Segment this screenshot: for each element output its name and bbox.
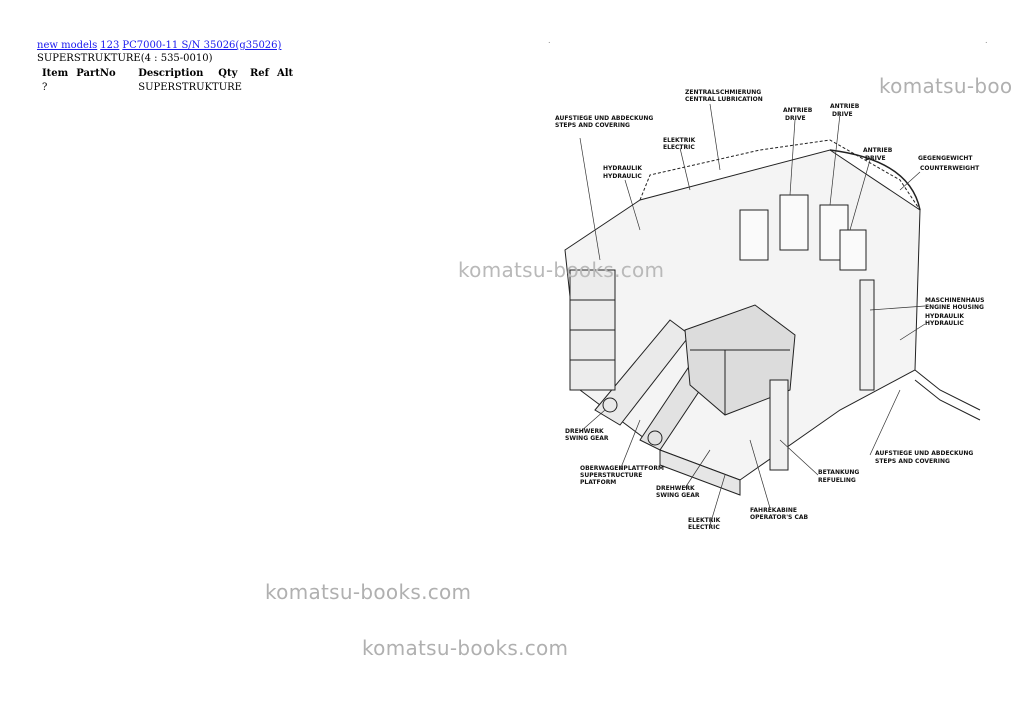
- cell-alt: [273, 80, 297, 96]
- label-platform-en2: PLATFORM: [580, 479, 616, 486]
- breadcrumb-link-new-models[interactable]: new models: [37, 40, 98, 51]
- watermark-bottom-1: komatsu-books.com: [265, 580, 472, 604]
- header-item: Item: [42, 67, 69, 79]
- handrail: [639, 139, 921, 211]
- ladder: [769, 379, 789, 471]
- watermark-bottom-2: komatsu-books.com: [362, 636, 569, 660]
- label-drive-c-en: DRIVE: [865, 155, 886, 162]
- cell-ref: [246, 80, 273, 96]
- parts-table: Item PartNo Description Qty Ref Alt ? SU…: [38, 66, 297, 96]
- label-refueling-de: BETANKUNG: [818, 469, 859, 476]
- label-electric-bottom-en: ELECTRIC: [688, 524, 720, 531]
- page-subtitle: SUPERSTRUKTURE(4 : 535-0010): [37, 53, 213, 64]
- engine-block: [739, 209, 769, 261]
- label-electric-top-de: ELEKTRIK: [663, 137, 696, 144]
- header-description: Description: [138, 67, 204, 79]
- header-qty: Qty: [218, 67, 238, 79]
- stray-dot: .: [548, 36, 551, 45]
- label-cab-en: OPERATOR'S CAB: [750, 514, 809, 521]
- label-steps-bottom-en: STEPS AND COVERING: [875, 458, 950, 465]
- pin-joint: [647, 430, 663, 446]
- label-cab-de: FAHREKABINE: [750, 507, 797, 514]
- watermark-top-right: komatsu-boo: [879, 74, 1013, 98]
- label-hydraulic-top-de: HYDRAULIK: [603, 165, 642, 172]
- cell-partno: [72, 80, 134, 96]
- label-steps-top-de: AUFSTIEGE UND ABDECKUNG: [555, 115, 653, 122]
- label-counterweight-de: GEGENGEWICHT: [918, 155, 973, 162]
- label-hydraulic-right-de: HYDRAULIK: [925, 313, 964, 320]
- label-drive-b-en: DRIVE: [832, 111, 853, 118]
- cell-description: SUPERSTRUKTURE: [138, 82, 242, 93]
- engine-block: [779, 194, 809, 251]
- label-drive-c-de: ANTRIEB: [863, 147, 893, 154]
- label-engine-housing-de: MASCHINENHAUS: [925, 297, 984, 304]
- header-alt: Alt: [276, 67, 294, 79]
- label-refueling-en: REFUELING: [818, 477, 856, 484]
- header-ref: Ref: [249, 67, 269, 79]
- watermark-middle: komatsu-books.com: [458, 258, 665, 282]
- label-engine-housing-en: ENGINE HOUSING: [925, 304, 984, 311]
- label-swing-gear-bottom-en: SWING GEAR: [656, 492, 700, 499]
- counterweight-outline: [829, 149, 921, 211]
- label-counterweight-en: COUNTERWEIGHT: [920, 165, 980, 172]
- label-central-lubrication-en: CENTRAL LUBRICATION: [685, 96, 763, 103]
- label-electric-bottom-de: ELEKTRIK: [688, 517, 721, 524]
- label-central-lubrication-de: ZENTRALSCHMIERUNG: [685, 89, 761, 96]
- label-drive-a-de: ANTRIEB: [783, 107, 813, 114]
- label-electric-top-en: ELECTRIC: [663, 144, 695, 151]
- pin-joint: [602, 397, 618, 413]
- superstructure-diagram: ZENTRALSCHMIERUNG CENTRAL LUBRICATION AN…: [555, 89, 984, 531]
- stray-dot: .: [985, 36, 988, 45]
- label-hydraulic-top-en: HYDRAULIC: [603, 173, 642, 180]
- parts-table-header: Item PartNo Description Qty Ref Alt: [38, 66, 297, 80]
- label-steps-bottom-de: AUFSTIEGE UND ABDECKUNG: [875, 450, 973, 457]
- leader-lines: [579, 103, 926, 526]
- operator-cab: [684, 304, 796, 416]
- label-hydraulic-right-en: HYDRAULIC: [925, 320, 964, 327]
- label-swing-gear-left-de: DREHWERK: [565, 428, 604, 435]
- breadcrumb-link-model[interactable]: PC7000-11 S/N 35026(g35026): [122, 40, 282, 51]
- label-platform-de: OBERWAGENPLATTFORM: [580, 465, 664, 472]
- stairs: [914, 369, 981, 411]
- label-swing-gear-bottom-de: DREHWERK: [656, 485, 695, 492]
- engine-block: [839, 229, 867, 271]
- label-platform-en1: SUPERSTRUCTURE: [580, 472, 642, 479]
- ladder: [859, 279, 875, 391]
- label-drive-b-de: ANTRIEB: [830, 103, 860, 110]
- label-drive-a-en: DRIVE: [785, 115, 806, 122]
- breadcrumb-link-123[interactable]: 123: [100, 40, 120, 51]
- label-steps-top-en: STEPS AND COVERING: [555, 122, 630, 129]
- stairs: [914, 379, 981, 421]
- lower-platform: [659, 449, 741, 496]
- table-row: ? SUPERSTRUKTURE: [38, 80, 297, 96]
- header-partno: PartNo: [76, 67, 116, 79]
- label-swing-gear-left-en: SWING GEAR: [565, 435, 609, 442]
- cell-item: ?: [42, 82, 48, 93]
